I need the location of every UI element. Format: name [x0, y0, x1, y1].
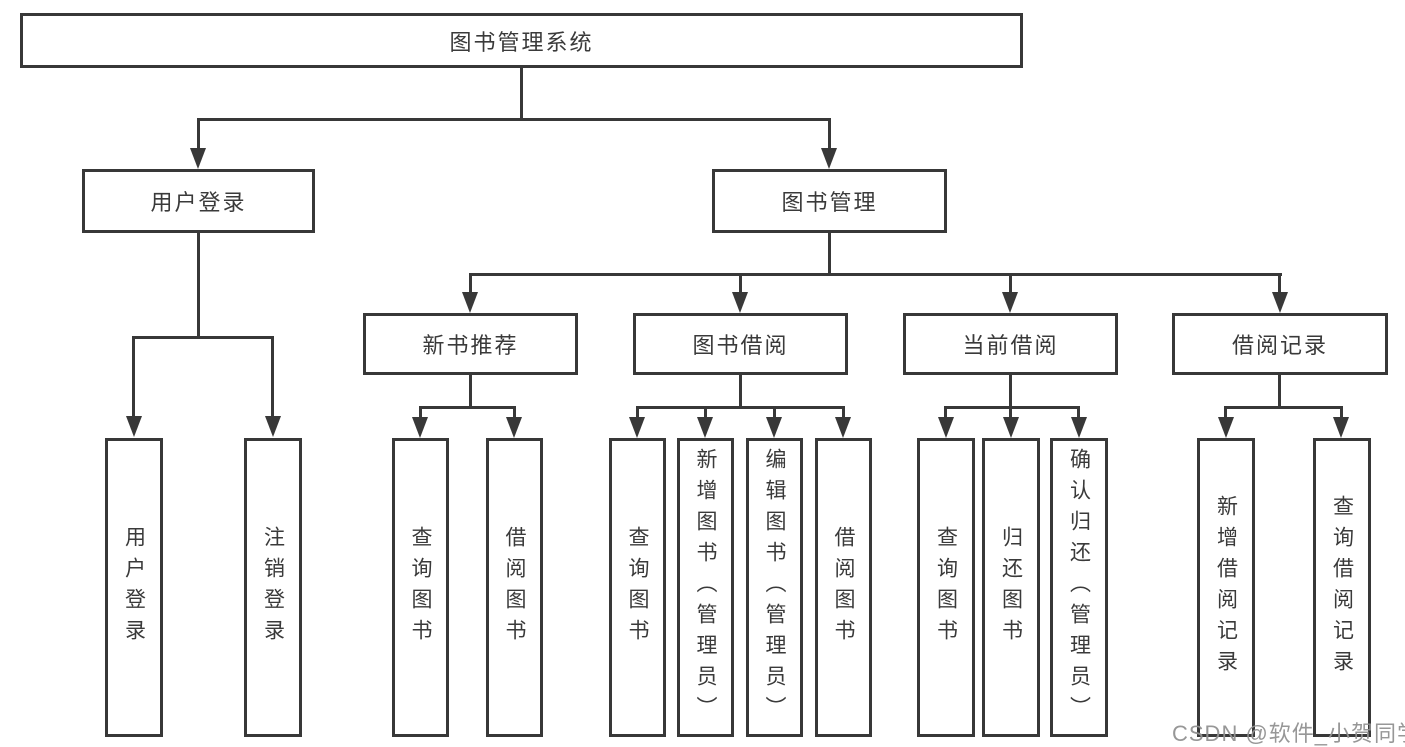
- connector-line: [1009, 273, 1012, 293]
- arrowhead-down-icon: [1218, 417, 1234, 438]
- arrowhead-down-icon: [629, 417, 645, 438]
- connector-line: [469, 273, 1282, 276]
- leaf-query-book: 查询图书: [609, 438, 666, 737]
- connector-line: [1340, 406, 1343, 418]
- csdn-watermark: CSDN @软件_小贺同学: [1172, 721, 1405, 746]
- arrowhead-down-icon: [938, 417, 954, 438]
- connector-line: [1009, 406, 1012, 418]
- leaf-return-book: 归还图书: [982, 438, 1040, 737]
- arrowhead-down-icon: [697, 417, 713, 438]
- arrowhead-down-icon: [190, 148, 206, 169]
- connector-line: [419, 406, 516, 409]
- connector-line: [132, 336, 135, 417]
- arrowhead-down-icon: [506, 417, 522, 438]
- connector-line: [828, 233, 831, 273]
- arrowhead-down-icon: [1333, 417, 1349, 438]
- connector-line: [828, 118, 831, 149]
- connector-line: [944, 406, 1080, 409]
- leaf-user-login: 用户登录: [105, 438, 163, 737]
- connector-line: [132, 336, 274, 339]
- arrowhead-down-icon: [126, 416, 142, 437]
- connector-line: [1224, 406, 1342, 409]
- connector-line: [197, 118, 200, 149]
- connector-line: [520, 67, 523, 119]
- arrowhead-down-icon: [412, 417, 428, 438]
- connector-line: [197, 118, 831, 121]
- connector-line: [419, 406, 422, 418]
- connector-line: [271, 336, 274, 417]
- node-current-borrow: 当前借阅: [903, 313, 1118, 375]
- connector-line: [636, 406, 845, 409]
- node-borrow-records: 借阅记录: [1172, 313, 1388, 375]
- connector-line: [773, 406, 776, 418]
- leaf-edit-book-admin: 编辑图书（管理员）: [746, 438, 803, 737]
- connector-line: [1278, 273, 1281, 293]
- leaf-query-borrow-record: 查询借阅记录: [1313, 438, 1371, 737]
- connector-line: [739, 273, 742, 293]
- connector-line: [469, 273, 472, 293]
- connector-line: [944, 406, 947, 418]
- arrowhead-down-icon: [732, 292, 748, 313]
- connector-line: [1224, 406, 1227, 418]
- connector-line: [636, 406, 639, 418]
- node-library-management-system: 图书管理系统: [20, 13, 1023, 68]
- leaf-query-book-recommend: 查询图书: [392, 438, 449, 737]
- leaf-query-book-current: 查询图书: [917, 438, 975, 737]
- node-new-book-recommend: 新书推荐: [363, 313, 578, 375]
- connector-line: [704, 406, 707, 418]
- connector-line: [469, 375, 472, 406]
- arrowhead-down-icon: [1003, 417, 1019, 438]
- leaf-add-book-admin: 新增图书（管理员）: [677, 438, 734, 737]
- connector-line: [842, 406, 845, 418]
- connector-line: [197, 233, 200, 336]
- connector-line: [1077, 406, 1080, 418]
- leaf-borrow-book: 借阅图书: [815, 438, 872, 737]
- node-user-login: 用户登录: [82, 169, 315, 233]
- arrowhead-down-icon: [1002, 292, 1018, 313]
- leaf-borrow-book-recommend: 借阅图书: [486, 438, 543, 737]
- node-book-borrow: 图书借阅: [633, 313, 848, 375]
- connector-line: [1278, 375, 1281, 406]
- arrowhead-down-icon: [821, 148, 837, 169]
- connector-line: [739, 375, 742, 406]
- connector-line: [513, 406, 516, 418]
- arrowhead-down-icon: [835, 417, 851, 438]
- leaf-confirm-return-admin: 确认归还（管理员）: [1050, 438, 1108, 737]
- arrowhead-down-icon: [265, 416, 281, 437]
- arrowhead-down-icon: [1272, 292, 1288, 313]
- arrowhead-down-icon: [1071, 417, 1087, 438]
- node-book-management: 图书管理: [712, 169, 947, 233]
- arrowhead-down-icon: [462, 292, 478, 313]
- connector-line: [1009, 375, 1012, 406]
- arrowhead-down-icon: [766, 417, 782, 438]
- leaf-add-borrow-record: 新增借阅记录: [1197, 438, 1255, 737]
- leaf-logout: 注销登录: [244, 438, 302, 737]
